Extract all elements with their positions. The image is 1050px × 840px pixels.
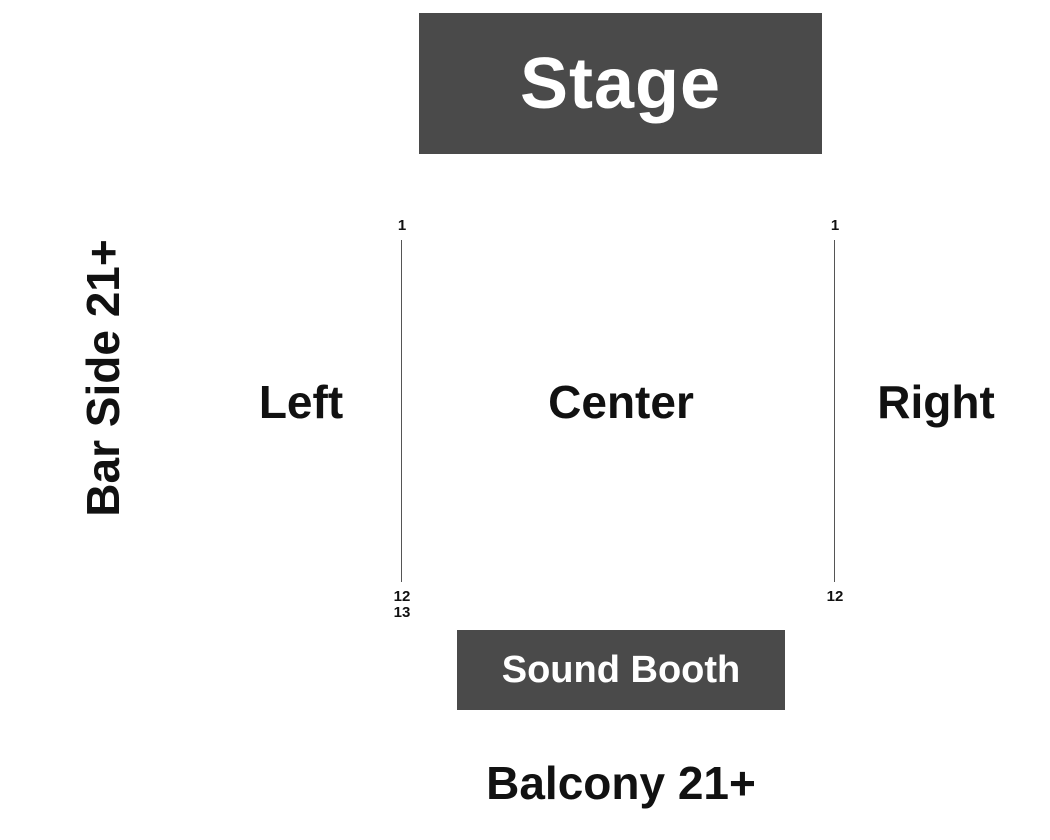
row-number-left-last: 13 (393, 604, 411, 621)
sound-booth-block: Sound Booth (457, 630, 785, 710)
section-right-label[interactable]: Right (877, 376, 995, 428)
row-number-left-first: 1 (397, 217, 407, 234)
aisle-divider-right (834, 240, 835, 582)
row-number-left-second-last: 12 (393, 588, 411, 605)
sound-booth-label: Sound Booth (501, 648, 741, 691)
stage-label: Stage (519, 43, 722, 124)
section-left-label[interactable]: Left (258, 376, 344, 428)
row-number-right-first: 1 (830, 217, 840, 234)
aisle-divider-left (401, 240, 402, 582)
section-center-label[interactable]: Center (548, 376, 694, 428)
section-bar-side-label[interactable]: Bar Side 21+ (77, 239, 129, 517)
section-balcony-label[interactable]: Balcony 21+ (486, 757, 756, 809)
stage-block: Stage (419, 13, 822, 154)
row-number-right-last: 12 (826, 588, 844, 605)
